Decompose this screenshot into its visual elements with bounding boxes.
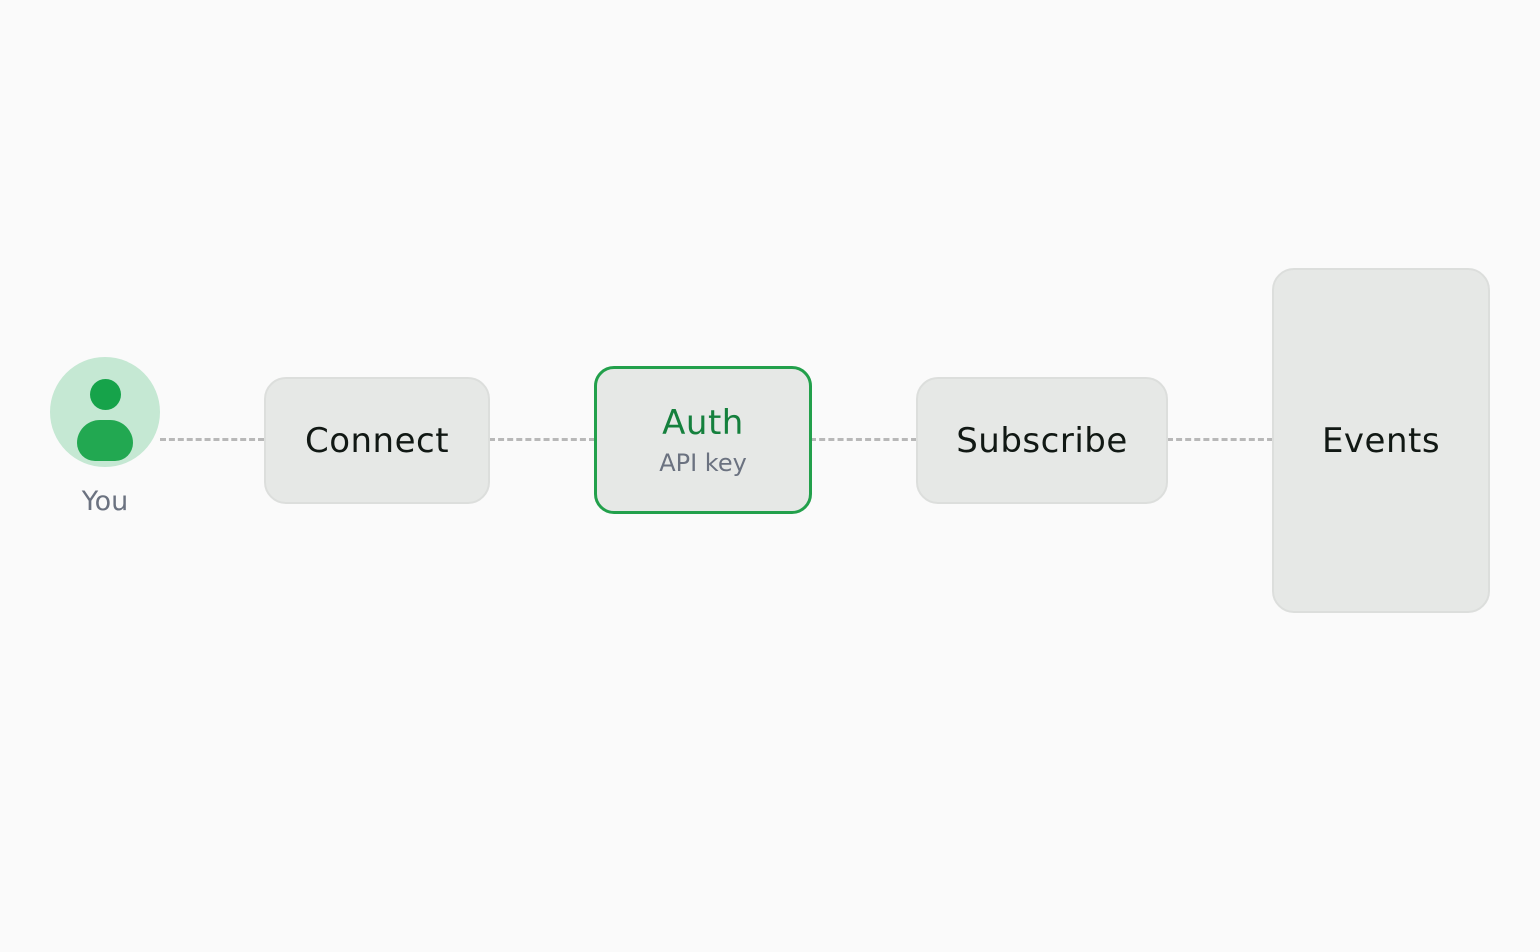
step-connect: Connect bbox=[264, 377, 490, 504]
user-icon-body bbox=[77, 420, 133, 461]
connector-auth-subscribe bbox=[810, 438, 917, 441]
step-events-title: Events bbox=[1321, 420, 1441, 461]
step-auth: Auth API key bbox=[594, 366, 812, 514]
step-subscribe: Subscribe bbox=[916, 377, 1168, 504]
connector-you-connect bbox=[160, 438, 264, 441]
step-subscribe-title: Subscribe bbox=[956, 420, 1128, 461]
step-auth-title: Auth bbox=[662, 403, 744, 443]
connector-connect-auth bbox=[489, 438, 595, 441]
step-auth-subtitle: API key bbox=[659, 449, 747, 477]
step-connect-title: Connect bbox=[304, 420, 450, 461]
user-icon-head bbox=[90, 379, 121, 410]
step-events: Events bbox=[1272, 268, 1490, 613]
user-label: You bbox=[81, 486, 129, 517]
connector-subscribe-events bbox=[1167, 438, 1273, 441]
user-icon bbox=[50, 357, 160, 467]
